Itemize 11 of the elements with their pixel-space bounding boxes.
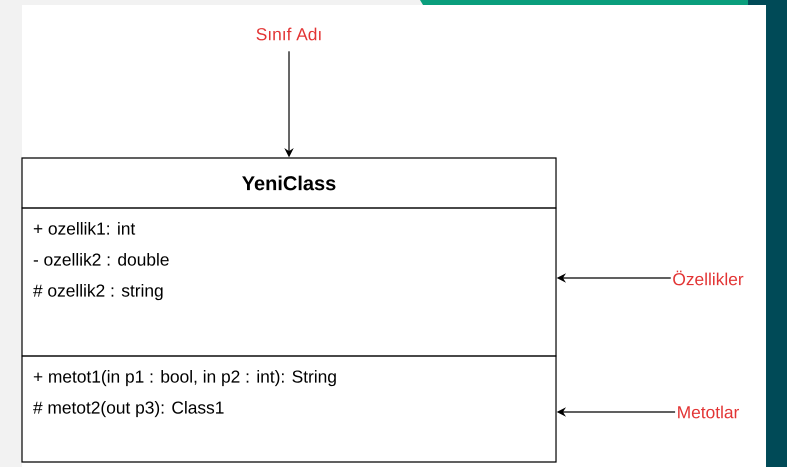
member-text: # metot2(out p3): Class1: [33, 401, 224, 418]
compartment-box: [21, 207, 557, 357]
compartment-box: [21, 355, 557, 463]
annotation-label: Özellikler: [673, 270, 744, 286]
member-text: - ozellik2 : double: [34, 253, 169, 266]
class-name-box: YeniClass: [21, 157, 557, 209]
member-text: # ozellik2 : string: [33, 284, 163, 300]
member-text: + ozellik1: int: [34, 222, 136, 235]
member-text: + metot1(in p1 : bool, in p2 : int): String: [34, 370, 336, 386]
annotation-label: Metotlar: [678, 406, 740, 418]
annotation-label: Sınıf Adı: [256, 28, 321, 40]
